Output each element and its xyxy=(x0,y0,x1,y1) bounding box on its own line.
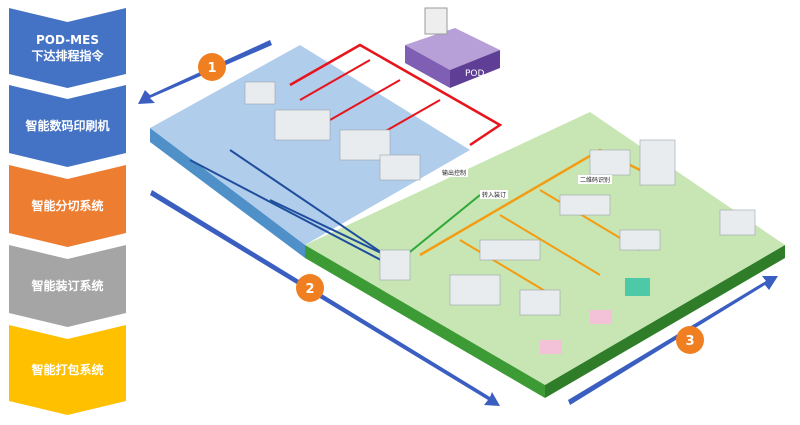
chevron-shape xyxy=(9,245,126,327)
step-label: 智能分切系统 xyxy=(31,199,104,213)
blue-line xyxy=(189,159,401,271)
step-2: 智能数码印刷机 xyxy=(9,85,126,167)
production-line-diagram: POD 输出控制 转入装订 二维码识别 1 2 xyxy=(138,7,785,406)
to-binding-label: 转入装订 xyxy=(482,191,506,199)
step-5: 智能打包系统 xyxy=(9,325,126,415)
machines xyxy=(244,81,756,316)
print-zone-edge xyxy=(150,128,305,258)
green-zone-edge-right xyxy=(545,245,785,398)
green-zone-edge xyxy=(305,245,545,398)
badge-2: 2 xyxy=(296,274,324,302)
chevron-shape xyxy=(9,85,126,167)
step-4: 智能装订系统 xyxy=(9,245,126,327)
badge-3: 3 xyxy=(676,326,704,354)
red-line xyxy=(289,43,503,147)
chevron-shape xyxy=(9,325,126,415)
output-control-label: 输出控制 xyxy=(442,169,466,177)
step-1: POD-MES 下达排程指令 xyxy=(9,8,126,88)
svg-text:1: 1 xyxy=(207,61,216,76)
chevron-shape xyxy=(9,165,126,247)
print-zone xyxy=(150,45,470,245)
step-label: POD-MES 下达排程指令 xyxy=(31,33,104,63)
pod-label: POD xyxy=(465,69,485,79)
arrow-3 xyxy=(568,276,778,405)
step-3: 智能分切系统 xyxy=(9,165,126,247)
step-label: 智能打包系统 xyxy=(31,363,104,377)
step-label: 智能装订系统 xyxy=(31,279,104,293)
qr-recognition-label: 二维码识别 xyxy=(580,176,610,184)
step-label: 智能数码印刷机 xyxy=(25,119,110,133)
svg-text:3: 3 xyxy=(685,334,694,349)
svg-text:2: 2 xyxy=(305,282,314,297)
badge-1: 1 xyxy=(198,53,226,81)
green-line xyxy=(399,194,481,261)
chevron-shape xyxy=(9,8,126,88)
arrow-2 xyxy=(150,190,500,406)
